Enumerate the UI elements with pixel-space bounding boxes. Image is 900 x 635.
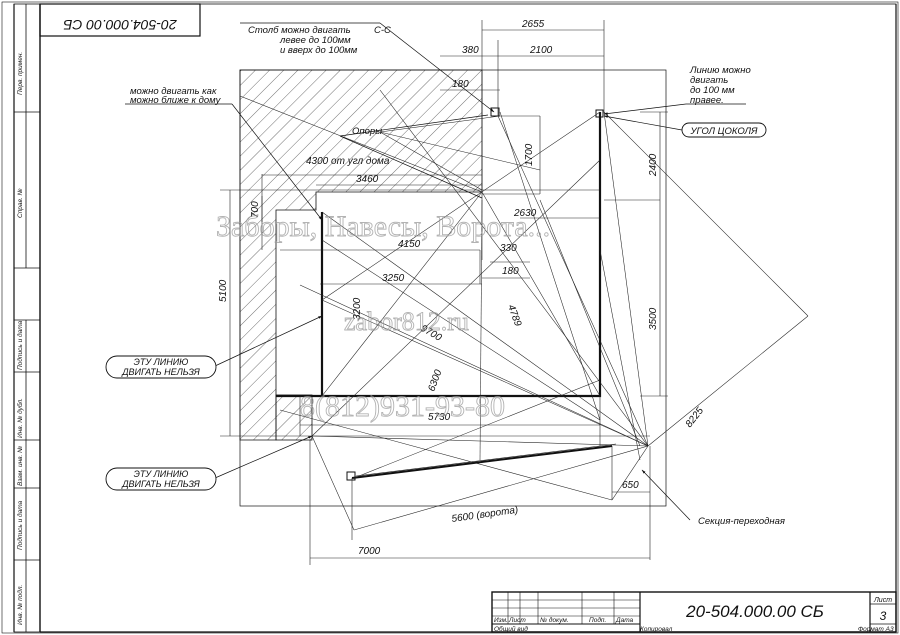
- footer-copied: Копировал: [640, 626, 673, 633]
- dim-5600: 5600 (ворота): [451, 505, 519, 525]
- note-supports: Опоры: [352, 126, 382, 137]
- tb-col-sign: Подп.: [589, 616, 606, 624]
- footer-general-view: Общий вид: [494, 625, 528, 633]
- side-label-5: Взам. инв. №: [17, 446, 24, 486]
- dim-3200: 3200: [352, 297, 363, 320]
- note-post-move-cc: С-С: [374, 25, 391, 36]
- note-no-move-2a: ЭТУ ЛИНИЮ: [134, 469, 189, 479]
- note-no-move-2b: ДВИГАТЬ НЕЛЬЗЯ: [121, 479, 200, 489]
- dim-4789: 4789: [505, 303, 523, 328]
- side-label-2: Справ. №: [17, 188, 24, 218]
- notes: Столб можно двигать С-С левее до 100мм и…: [121, 25, 785, 527]
- dim-5730: 5730: [428, 412, 451, 423]
- dim-2100: 2100: [529, 45, 553, 56]
- tb-col-doc: № докум.: [540, 616, 569, 624]
- dim-3250: 3250: [382, 273, 405, 284]
- code-rotated: 20-504.000.00 СБ: [63, 17, 177, 33]
- watermark: Заборы, Навесы, Ворота... zabor812.ru 8(…: [216, 210, 551, 424]
- side-label-6: Подпись и дата: [16, 500, 24, 550]
- tb-col-list: Лист: [508, 617, 526, 624]
- note-no-move-1a: ЭТУ ЛИНИЮ: [134, 357, 189, 367]
- note-line-move-2: двигать: [690, 75, 728, 86]
- side-strip: [14, 4, 40, 632]
- watermark-line-1: Заборы, Навесы, Ворота...: [216, 210, 550, 243]
- construction-lines: [220, 20, 668, 565]
- sheet-number: 3: [880, 609, 887, 623]
- diagonal-lines: [239, 89, 809, 531]
- title-block: [491, 591, 897, 633]
- dim-5100: 5100: [218, 279, 229, 302]
- side-label-4: Инв. № дубл.: [16, 398, 24, 438]
- note-post-move-1: Столб можно двигать: [248, 25, 351, 36]
- side-label-1: Перв. примен.: [17, 52, 24, 95]
- dim-180a: 180: [452, 79, 469, 90]
- note-line-move-1: Линию можно: [689, 65, 751, 76]
- dim-180b: 180: [502, 266, 519, 277]
- side-label-7: Инв. № подл.: [16, 584, 24, 625]
- dim-8225: 8225: [684, 405, 707, 430]
- footer-format: Формат А3: [858, 626, 894, 633]
- sheet-label: Лист: [873, 597, 892, 604]
- note-near-house-2: можно ближе к дому: [130, 95, 222, 106]
- fence-lines: [276, 107, 617, 481]
- side-label-3: Подпись и дата: [16, 320, 24, 370]
- dim-3500: 3500: [648, 307, 659, 330]
- note-post-move-2: левее до 100мм: [279, 35, 351, 46]
- note-near-house-1: можно двигать как: [130, 86, 217, 97]
- tb-col-date: Дата: [615, 617, 634, 624]
- dim-7000: 7000: [358, 546, 381, 557]
- dim-2630: 2630: [513, 208, 537, 219]
- dim-3460: 3460: [356, 174, 379, 185]
- note-post-move-3: и вверх до 100мм: [280, 45, 358, 56]
- note-plinth-corner: УГОЛ ЦОКОЛЯ: [689, 126, 758, 137]
- note-line-move-3: до 100 мм: [690, 85, 735, 96]
- dim-1700: 1700: [524, 143, 535, 166]
- dim-650: 650: [622, 480, 639, 491]
- tb-col-izm: Изм.: [494, 617, 508, 624]
- dim-380: 380: [462, 45, 479, 56]
- title-block-texts: Изм. Лист № докум. Подп. Дата 20-504.000…: [494, 597, 894, 633]
- note-frames: [105, 122, 767, 491]
- dim-4150: 4150: [398, 239, 421, 250]
- document-code: 20-504.000.00 СБ: [685, 602, 824, 621]
- dim-2400: 2400: [648, 153, 659, 177]
- note-no-move-1b: ДВИГАТЬ НЕЛЬЗЯ: [121, 367, 200, 377]
- side-strip-labels: Перв. примен. Справ. № Подпись и дата Ин…: [16, 52, 24, 625]
- leader-lines: [125, 22, 746, 521]
- dim-2655: 2655: [521, 19, 545, 30]
- watermark-line-2: zabor812.ru: [344, 307, 469, 336]
- note-transition-section: Секция-переходная: [698, 516, 785, 527]
- dim-700: 700: [250, 201, 261, 218]
- watermark-line-3: 8(812)931-93-80: [300, 390, 505, 423]
- dim-330: 330: [500, 243, 517, 254]
- dim-4300: 4300 от угл дома: [306, 156, 390, 167]
- note-line-move-4: правее.: [690, 95, 724, 106]
